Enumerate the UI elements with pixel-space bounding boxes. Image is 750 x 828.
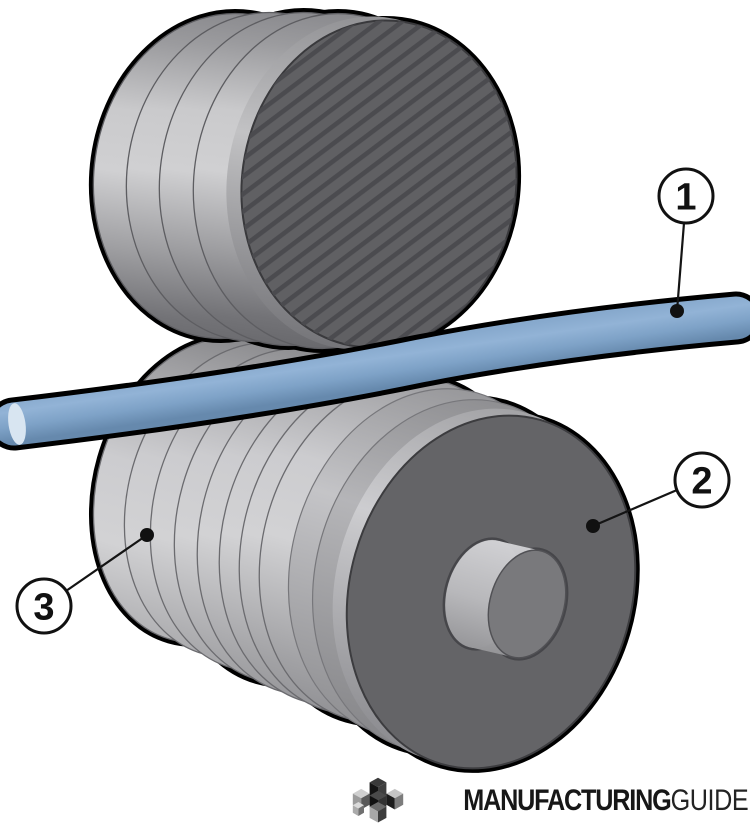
- callout-2-dot: [586, 519, 600, 533]
- callout-3-number: 3: [33, 587, 54, 629]
- callout-1-dot: [670, 304, 684, 318]
- callout-1-number: 1: [675, 177, 696, 219]
- callouts: 1 2 3: [15, 167, 731, 635]
- manufacturing-guide-logo: MANUFACTURINGGUIDE: [350, 775, 748, 827]
- callout-3-bubble: [15, 577, 73, 635]
- workpiece-rod: [0, 291, 750, 451]
- callout-3-leader-line: [64, 533, 149, 593]
- workpiece-rod-end-cap: [8, 403, 26, 445]
- callout-2-bubble: [673, 451, 731, 509]
- logo-wordmark-secondary: GUIDE: [670, 784, 748, 817]
- logo-wordmark-primary: MANUFACTURING: [462, 784, 671, 817]
- callout-1-leader-line: [675, 221, 686, 313]
- callout-3: 3: [15, 528, 154, 635]
- callout-2: 2: [586, 451, 731, 533]
- top-roll: [88, 8, 522, 353]
- bottom-roll-shaft-hub: [442, 537, 569, 661]
- top-roll-face-hatching: [241, 20, 517, 348]
- workpiece-rod-body: [0, 296, 750, 446]
- callout-2-leader-line: [591, 488, 679, 528]
- bottom-roll: [88, 333, 640, 773]
- callout-1: 1: [657, 167, 715, 318]
- logo-wordmark: MANUFACTURINGGUIDE: [463, 786, 748, 816]
- callout-3-dot: [140, 528, 154, 542]
- callout-2-number: 2: [691, 461, 712, 503]
- callout-1-bubble: [657, 167, 715, 225]
- cubes-logo-icon: [352, 777, 403, 823]
